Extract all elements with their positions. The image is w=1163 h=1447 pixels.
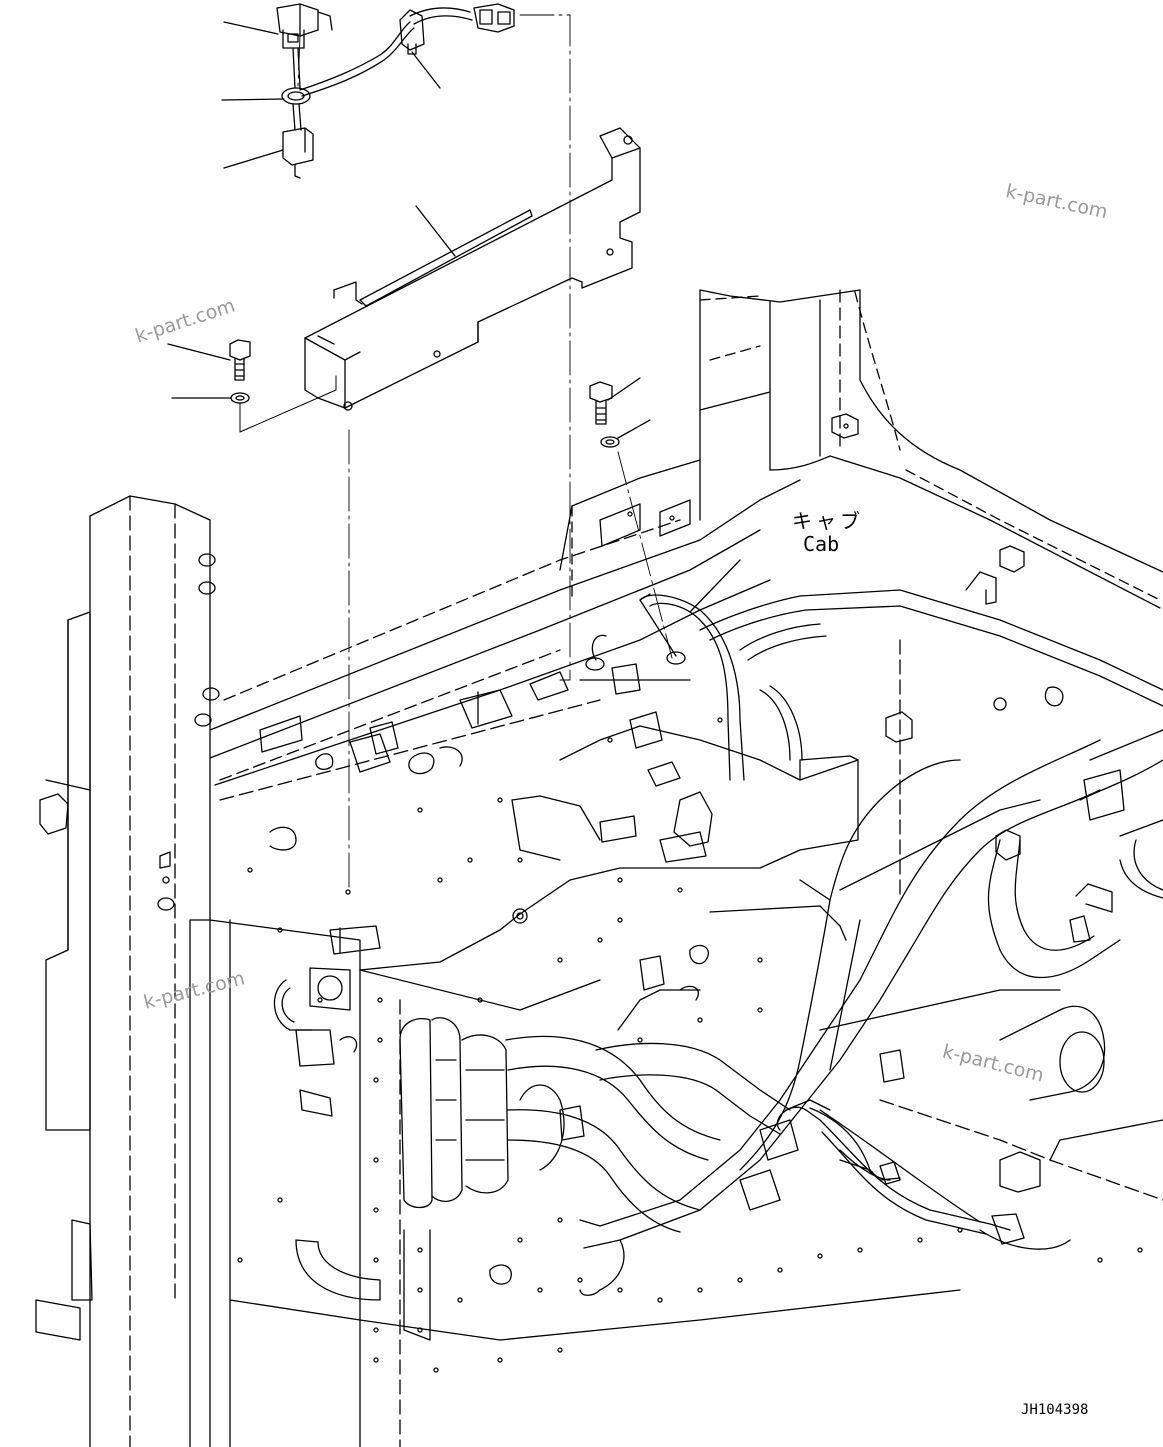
cab-label-en: Cab bbox=[803, 532, 840, 556]
connector-top bbox=[473, 3, 515, 33]
leader-clip bbox=[411, 51, 441, 89]
clip-top bbox=[399, 9, 425, 51]
bolt-right bbox=[589, 377, 651, 448]
leader-bolt-left bbox=[167, 343, 231, 361]
leader-grommet bbox=[221, 98, 285, 101]
fixing-holes bbox=[237, 717, 1143, 1373]
leader-washer-right bbox=[617, 419, 651, 439]
leader-bolt-right bbox=[607, 377, 641, 401]
harness-tubes bbox=[273, 944, 1025, 1341]
leader-connector bbox=[223, 149, 284, 169]
bolt-left bbox=[167, 339, 337, 433]
leader-harness bbox=[689, 559, 741, 613]
crossbeam bbox=[209, 459, 801, 786]
grommet bbox=[221, 87, 311, 105]
cab-label-jp: キャブ bbox=[792, 509, 864, 533]
cab-frame bbox=[699, 289, 1163, 609]
leader-bracket bbox=[415, 205, 456, 257]
bracket bbox=[304, 127, 641, 411]
bottom-right-wiring bbox=[776, 1106, 1071, 1250]
connector-lower bbox=[223, 127, 314, 179]
wire-harness-top bbox=[292, 3, 515, 131]
assembly-lines bbox=[297, 14, 673, 891]
switch-assembly bbox=[223, 3, 333, 49]
left-pillar bbox=[35, 495, 220, 1447]
main-harness-bundle bbox=[579, 686, 1163, 1249]
drawing-code: JH104398 bbox=[1021, 1402, 1089, 1418]
leader-switch bbox=[223, 21, 279, 35]
cab-harness bbox=[315, 559, 1163, 863]
floor-plate bbox=[189, 639, 1163, 1447]
